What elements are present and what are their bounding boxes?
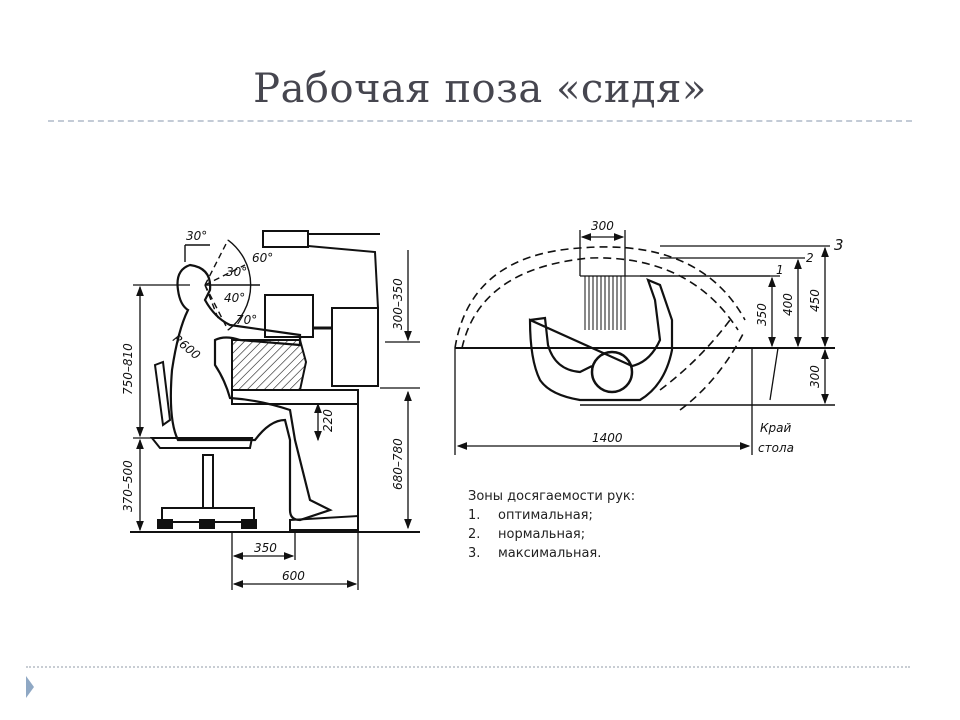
seated-person	[169, 263, 333, 522]
angle-label: 40°	[224, 291, 245, 305]
dim-leg-depth: 600	[282, 569, 305, 583]
reach-zone-2-arc	[461, 257, 739, 349]
triangle-right-icon[interactable]	[26, 676, 34, 698]
dim-body-depth: 300	[808, 365, 822, 388]
footer-divider	[26, 666, 910, 668]
dim-zone-2: 400	[781, 293, 795, 316]
dim-monitor-height: 300–350	[391, 278, 405, 330]
person-head-top	[590, 350, 634, 394]
legend-item: 3. максимальная.	[468, 544, 635, 563]
zone-number: 1	[776, 263, 784, 277]
top-dimension-lines	[454, 230, 830, 455]
angle-label: 60°	[252, 251, 273, 265]
legend-item: 1. оптимальная;	[468, 506, 635, 525]
slide-title: Рабочая поза «сидя»	[253, 66, 707, 112]
document-area	[584, 276, 626, 330]
foot-rest	[289, 514, 359, 531]
angle-label: 30°	[226, 265, 247, 279]
legend-item-number: 3.	[468, 546, 481, 561]
zone-number: 2	[806, 251, 814, 265]
monitor	[264, 294, 314, 338]
lamp-head	[262, 230, 309, 248]
angle-label: 70°	[236, 313, 257, 327]
dim-knee-clearance: 220	[321, 409, 335, 432]
legend-item: 2. нормальная;	[468, 525, 635, 544]
keyboard-hatched	[231, 339, 308, 391]
zone-number: 3	[834, 236, 844, 254]
legend-item-label: нормальная;	[498, 527, 586, 542]
legend-item-label: максимальная.	[498, 546, 602, 561]
desk-top	[231, 389, 359, 405]
side-view-figure	[130, 230, 420, 533]
dim-foot-depth: 350	[254, 541, 277, 555]
chair-backrest	[153, 360, 172, 427]
dim-reach-width: 1400	[592, 431, 623, 445]
sight-angle-lines	[184, 239, 260, 331]
table-edge-label: Край	[760, 421, 791, 435]
chair-column	[202, 454, 214, 509]
side-dimension-lines	[133, 250, 420, 590]
person-arms-top	[528, 278, 674, 402]
legend-item-number: 1.	[468, 508, 481, 523]
dim-document-width: 300	[591, 219, 614, 233]
reach-zones-legend: Зоны досягаемости рук: 1. оптимальная; 2…	[468, 487, 635, 563]
legend-item-number: 2.	[468, 527, 481, 542]
legend-item-label: оптимальная;	[498, 508, 593, 523]
table-edge-label: стола	[758, 441, 794, 455]
legend-heading: Зоны досягаемости рук:	[468, 489, 636, 504]
dim-seat-to-eye: 750–810	[121, 343, 135, 395]
angle-label: 30°	[186, 229, 207, 243]
title-divider	[48, 120, 912, 122]
dim-seat-height: 370–500	[121, 460, 135, 512]
chair-seat	[149, 437, 254, 449]
dim-desk-height: 680–780	[391, 438, 405, 490]
monitor-back	[331, 307, 379, 387]
dim-zone-1: 350	[755, 303, 769, 326]
reach-zone-3-arc	[454, 246, 746, 349]
dim-zone-3: 450	[808, 289, 822, 312]
